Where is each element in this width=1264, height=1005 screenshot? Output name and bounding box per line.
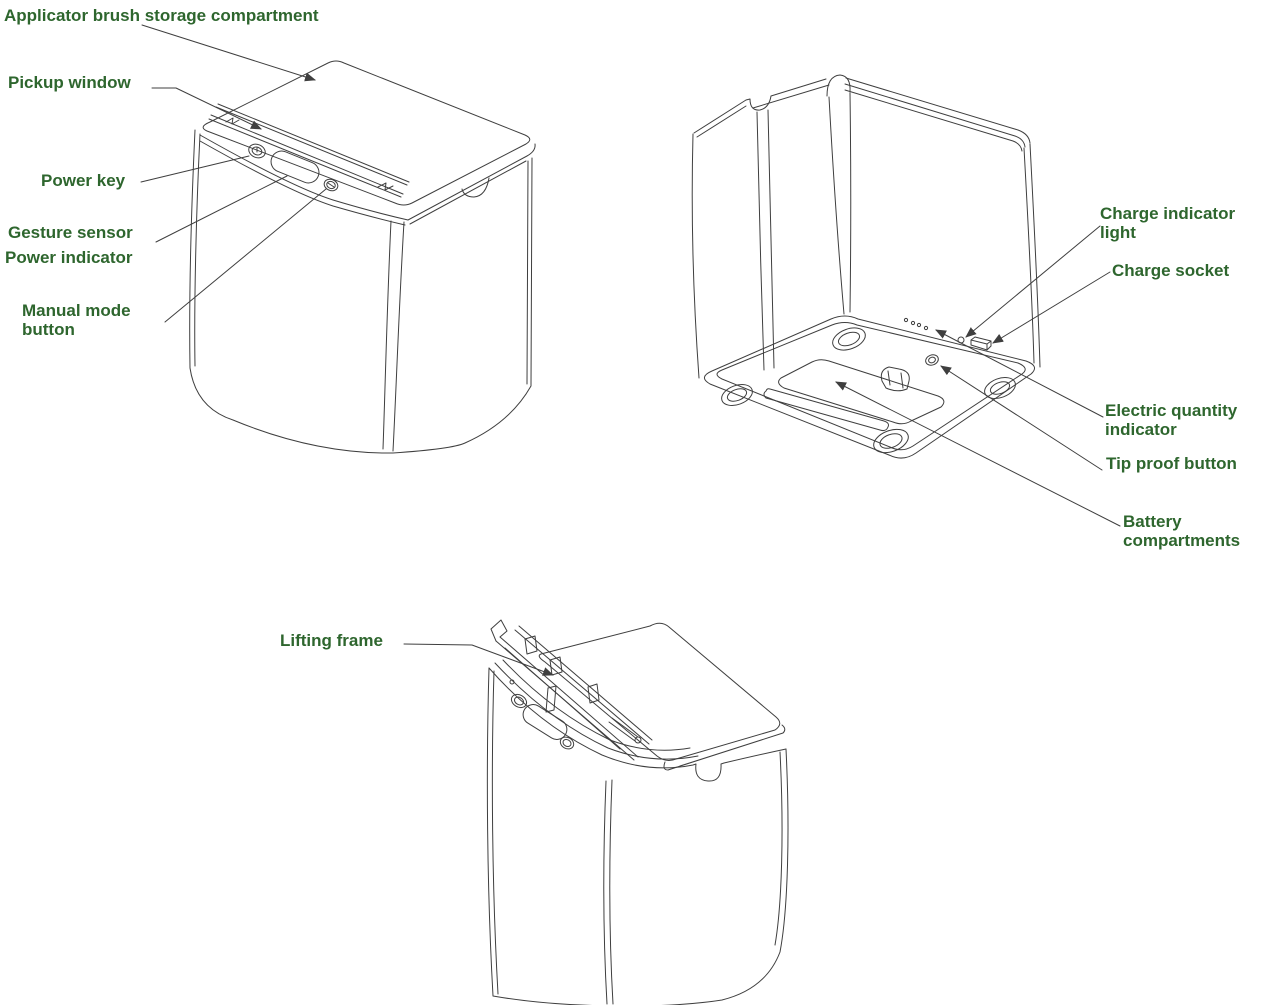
leader-pickup-window	[151, 87, 262, 130]
leader-electric-quantity	[935, 329, 1104, 418]
label-charge-indicator-light: Charge indicator light	[1100, 204, 1236, 242]
foot	[721, 384, 753, 406]
body-rim-line	[199, 140, 527, 226]
lid-handle-notch	[461, 177, 490, 198]
can-body-outline	[189, 129, 533, 454]
leader-charge-light	[965, 225, 1101, 338]
label-gesture-sensor: Gesture sensor	[8, 223, 133, 242]
bottom-face-inner-rim	[716, 322, 1026, 451]
bottom-view-drawing	[691, 74, 1041, 459]
leader-battery	[835, 381, 1121, 527]
leader-manual-mode	[164, 188, 327, 323]
front-view-drawing	[189, 60, 536, 454]
foot	[984, 377, 1016, 399]
gesture-sensor-window	[270, 150, 320, 184]
leader-lines	[140, 24, 1121, 676]
label-applicator-brush-storage: Applicator brush storage compartment	[4, 6, 319, 25]
leader-power-key	[140, 155, 250, 183]
label-charge-socket: Charge socket	[1112, 261, 1230, 280]
pickup-window-channel	[208, 103, 410, 198]
open-lid	[538, 622, 786, 771]
label-lifting-frame: Lifting frame	[280, 631, 383, 650]
leader-gesture-power-indicator	[155, 175, 288, 243]
power-key-control	[248, 143, 266, 159]
lid-top-face	[202, 60, 531, 206]
gesture-sensor-window	[522, 704, 568, 740]
foot	[873, 428, 909, 454]
electric-quantity-dots	[903, 317, 929, 331]
open-rim	[488, 667, 787, 782]
manual-mode-control	[323, 178, 339, 192]
open-view-drawing	[486, 619, 789, 1005]
leader-lifting-frame	[403, 643, 554, 676]
manual-mode-control	[559, 736, 575, 750]
lid-front-band	[199, 134, 536, 221]
foot	[832, 327, 866, 351]
left-wall-top-edge	[693, 78, 827, 134]
bottom-face-outline	[704, 315, 1036, 459]
power-key-control	[510, 693, 528, 709]
label-pickup-window: Pickup window	[8, 73, 131, 92]
label-manual-mode-button: Manual mode button	[22, 301, 131, 339]
label-power-indicator: Power indicator	[5, 248, 133, 267]
tip-proof-button-detail	[925, 354, 939, 366]
label-power-key: Power key	[41, 171, 126, 190]
handle-channel-lines	[756, 109, 775, 371]
battery-compartment-door	[763, 359, 945, 432]
leader-tip-proof	[940, 365, 1103, 471]
label-battery-compartments: Battery compartments	[1123, 512, 1241, 550]
label-electric-quantity-indicator: Electric quantity indicator	[1105, 401, 1238, 439]
label-tip-proof-button: Tip proof button	[1106, 454, 1237, 473]
leader-applicator	[141, 24, 316, 82]
right-wall-top-edge	[844, 77, 1031, 152]
leader-charge-socket	[992, 271, 1111, 344]
